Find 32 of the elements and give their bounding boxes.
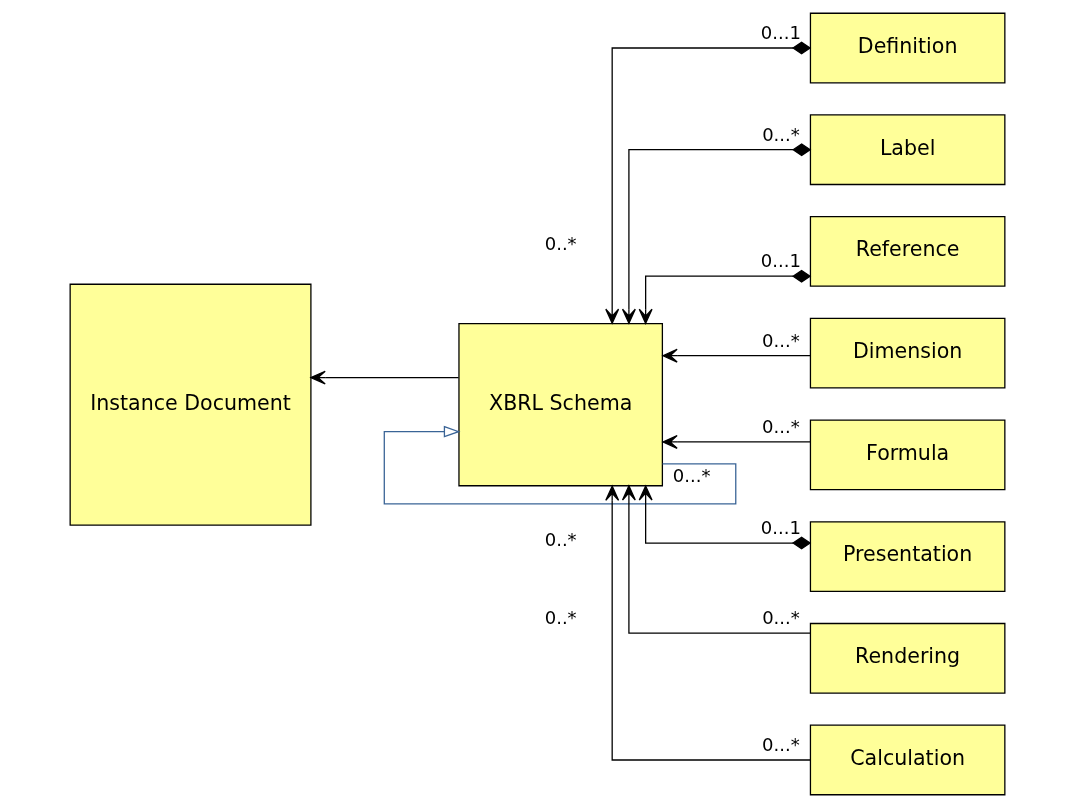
arrow [605, 485, 811, 761]
node-box: Label [809, 114, 1006, 186]
edge-label: 0...* [762, 607, 800, 629]
node-box: Formula [809, 419, 1006, 491]
arrow [662, 434, 811, 449]
arrow [638, 269, 812, 324]
label: 0..* [544, 528, 577, 550]
label: 0..* [544, 607, 577, 629]
edge-label: 0...1 [760, 250, 801, 272]
node-box: Instance Document [69, 283, 312, 526]
edge-label: 0...* [672, 465, 711, 487]
arrow [621, 143, 812, 324]
arrow [310, 370, 460, 385]
node-box: Calculation [809, 724, 1006, 796]
edge-label: 0...* [762, 416, 800, 438]
arrow [605, 41, 812, 324]
edge-label: 0...* [762, 734, 800, 756]
label: 0..* [544, 232, 577, 254]
edge-label: 0...1 [760, 517, 801, 539]
arrow [638, 485, 812, 550]
arrow [383, 425, 737, 505]
node-box: Dimension [809, 317, 1006, 389]
node-box: Presentation [809, 521, 1006, 592]
arrow [621, 485, 811, 634]
node-box: Reference [809, 216, 1006, 287]
edge-label: 0...1 [760, 22, 801, 44]
edge-label: 0...* [762, 329, 800, 351]
node-box: Rendering [809, 622, 1006, 694]
arrow [662, 348, 811, 363]
edge-label: 0...* [762, 123, 800, 145]
node-box: Definition [809, 12, 1006, 84]
node-box: XBRL Schema [458, 322, 664, 487]
